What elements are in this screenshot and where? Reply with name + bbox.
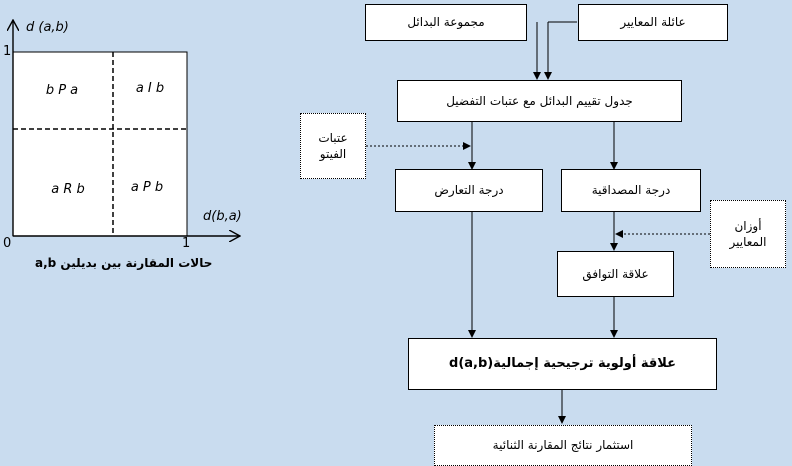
quadrant-top-right: a I b — [135, 81, 165, 96]
y-tick-label: 1 — [3, 44, 12, 59]
quadrant-bottom-left: a R b — [51, 182, 85, 197]
comparison-square — [12, 51, 188, 237]
veto-thresholds-box: عتبات الفيتو — [300, 113, 366, 179]
global-preference-box: علاقة أولوية ترجيحية إجمالية(d(a,b — [408, 338, 717, 390]
evaluation-table-box: جدول تقييم البدائل مع عتبات التفضيل — [397, 80, 682, 122]
origin-label: 0 — [3, 236, 12, 251]
chart-caption: حالات المقارنة بين بديلين a,b — [35, 256, 213, 270]
criteria-family-box: عائلة المعايير — [578, 4, 728, 41]
discordance-box: درجة التعارض — [395, 169, 543, 212]
agreement-box: علاقة التوافق — [557, 251, 674, 297]
concordance-box: درجة المصداقية — [561, 169, 701, 212]
y-axis-label: d (a,b) — [26, 20, 69, 35]
quadrant-top-left: b P a — [45, 83, 79, 98]
exploitation-box: استثمار نتائج المقارنة الثنائية — [434, 425, 692, 466]
x-tick-label: 1 — [182, 236, 191, 251]
x-axis-label: d(b,a) — [203, 209, 242, 224]
criteria-weights-box: أوزان المعايير — [710, 200, 786, 268]
quadrant-bottom-right: a P b — [130, 180, 164, 195]
alternatives-box: مجموعة البدائل — [365, 4, 527, 41]
